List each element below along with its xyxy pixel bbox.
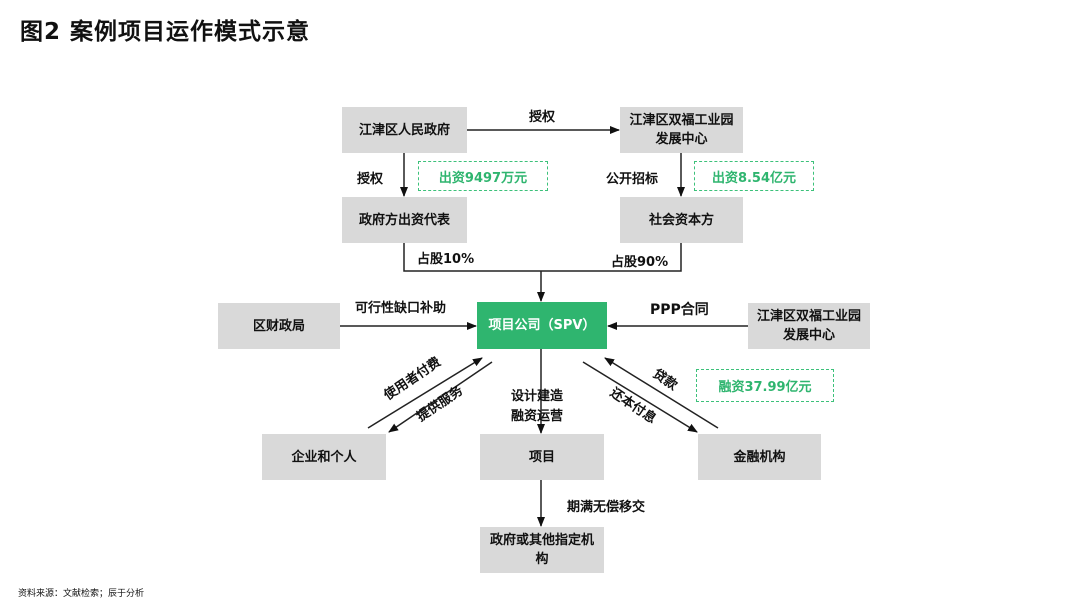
node-final: 政府或其他指定机构 — [480, 527, 604, 573]
label-operate: 融资运营 — [511, 409, 564, 424]
node-center-top: 江津区双福工业园发展中心 — [620, 107, 743, 153]
share-bracket — [403, 243, 682, 272]
highlight-gov-invest: 出资9497万元 — [418, 161, 548, 191]
node-spv: 项目公司（SPV） — [477, 302, 607, 349]
arrow-user-pay — [367, 357, 483, 429]
label-tender: 公开招标 — [606, 172, 659, 187]
node-social: 社会资本方 — [620, 197, 743, 243]
figure-title: 图2 案例项目运作模式示意 — [20, 19, 311, 45]
node-gov-rep: 政府方出资代表 — [342, 197, 467, 243]
node-finance-bureau: 区财政局 — [218, 303, 340, 349]
label-share10: 占股10% — [417, 252, 475, 267]
label-authorize-top: 授权 — [529, 110, 556, 125]
label-transfer: 期满无偿移交 — [567, 500, 646, 515]
node-users: 企业和个人 — [262, 434, 386, 480]
highlight-social-invest: 出资8.54亿元 — [694, 161, 814, 191]
label-subsidy: 可行性缺口补助 — [355, 301, 447, 316]
label-build: 设计建造 — [511, 389, 564, 404]
highlight-financing: 融资37.99亿元 — [696, 369, 834, 402]
arrow-loan — [604, 357, 719, 429]
label-authorize-left: 授权 — [357, 172, 384, 187]
label-share90: 占股90% — [611, 255, 669, 270]
node-gov: 江津区人民政府 — [342, 107, 467, 153]
source-note: 资料来源：文献检索；辰于分析 — [18, 589, 145, 599]
node-bank: 金融机构 — [698, 434, 821, 480]
node-project: 项目 — [480, 434, 604, 480]
arrow-repay — [582, 361, 698, 433]
arrow-service — [388, 361, 493, 433]
node-center-right: 江津区双福工业园发展中心 — [748, 303, 870, 349]
label-ppp: PPP合同 — [650, 302, 709, 318]
